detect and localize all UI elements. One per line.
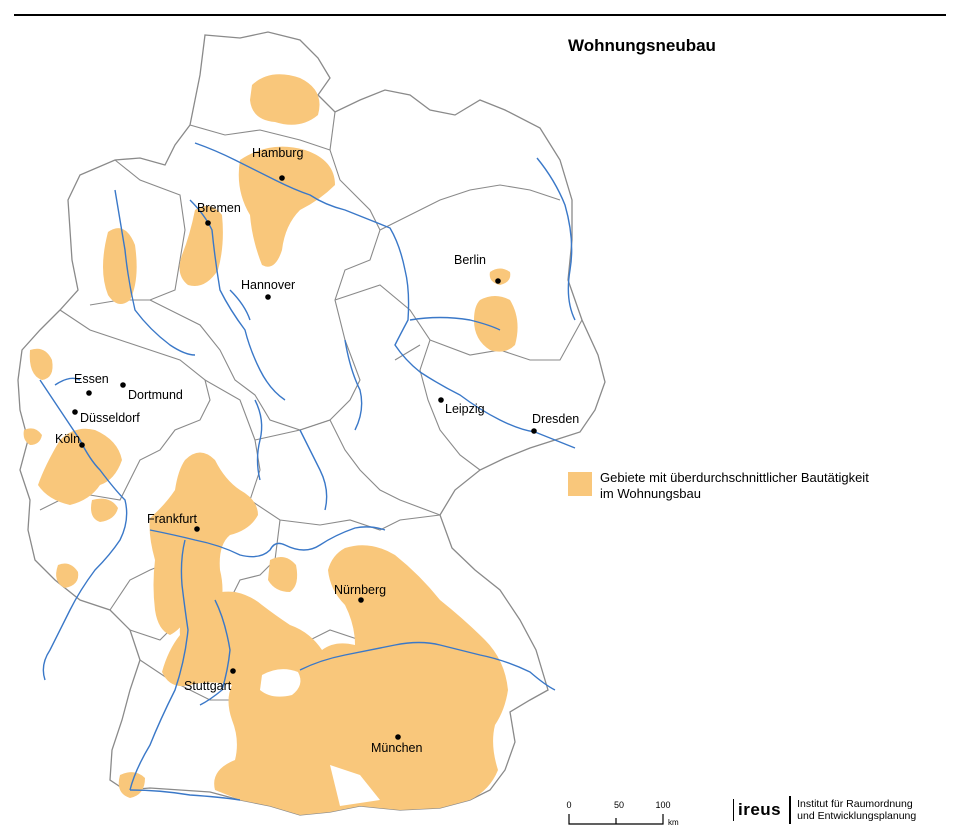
scale-bar: 0 50 100 km	[566, 800, 679, 827]
city-dot-koeln	[79, 442, 85, 448]
city-dot-muenchen	[395, 734, 401, 740]
ireus-logo: ireus Institut für Raumordnung und Entwi…	[733, 796, 916, 824]
city-label-koeln: Köln	[55, 432, 80, 446]
city-label-dresden: Dresden	[532, 412, 579, 426]
city-dot-hamburg	[279, 175, 285, 181]
city-dot-stuttgart	[230, 668, 236, 674]
city-dot-nuernberg	[358, 597, 364, 603]
logo-institute: Institut für Raumordnung und Entwicklung…	[797, 798, 916, 822]
logo-left-bar	[733, 799, 734, 821]
city-label-frankfurt: Frankfurt	[147, 512, 198, 526]
logo-institute-line2: und Entwicklungsplanung	[797, 810, 917, 822]
scale-line	[568, 814, 664, 825]
scale-tick-50: 50	[614, 800, 624, 810]
city-dot-essen	[86, 390, 92, 396]
logo-name: ireus	[738, 800, 782, 819]
city-dot-hannover	[265, 294, 271, 300]
legend-label-line1: Gebiete mit überdurchschnittlicher Bautä…	[600, 470, 869, 485]
city-dot-dresden	[531, 428, 537, 434]
logo-divider	[789, 796, 792, 824]
scale-unit: km	[668, 818, 679, 827]
city-label-bremen: Bremen	[197, 201, 241, 215]
city-dot-frankfurt	[194, 526, 200, 532]
city-dot-dortmund	[120, 382, 126, 388]
rivers	[39, 142, 576, 801]
city-dot-bremen	[205, 220, 211, 226]
city-label-stuttgart: Stuttgart	[184, 679, 232, 693]
legend-swatch	[568, 472, 592, 496]
scale-tick-0: 0	[566, 800, 571, 810]
city-label-essen: Essen	[74, 372, 109, 386]
city-dot-berlin	[495, 278, 501, 284]
city-label-muenchen: München	[371, 741, 422, 755]
logo-institute-line1: Institut für Raumordnung	[797, 798, 913, 810]
top-rule	[14, 14, 946, 16]
city-label-nuernberg: Nürnberg	[334, 583, 386, 597]
city-markers	[72, 175, 537, 740]
highlight-holes	[260, 669, 380, 806]
highlight-areas	[23, 74, 518, 815]
city-label-berlin: Berlin	[454, 253, 486, 267]
legend: Gebiete mit überdurchschnittlicher Bautä…	[568, 470, 900, 502]
map-title: Wohnungsneubau	[568, 36, 716, 55]
legend-label-line2: im Wohnungsbau	[600, 486, 701, 501]
city-label-leipzig: Leipzig	[445, 402, 485, 416]
city-labels: Hamburg Bremen Hannover Berlin Essen Dor…	[55, 146, 579, 755]
legend-label: Gebiete mit überdurchschnittlicher Bautä…	[600, 470, 900, 502]
city-label-hannover: Hannover	[241, 278, 295, 292]
city-label-duesseldorf: Düsseldorf	[80, 411, 140, 425]
city-label-hamburg: Hamburg	[252, 146, 303, 160]
city-label-dortmund: Dortmund	[128, 388, 183, 402]
city-dot-duesseldorf	[72, 409, 78, 415]
scale-tick-100: 100	[655, 800, 670, 810]
city-dot-leipzig	[438, 397, 444, 403]
